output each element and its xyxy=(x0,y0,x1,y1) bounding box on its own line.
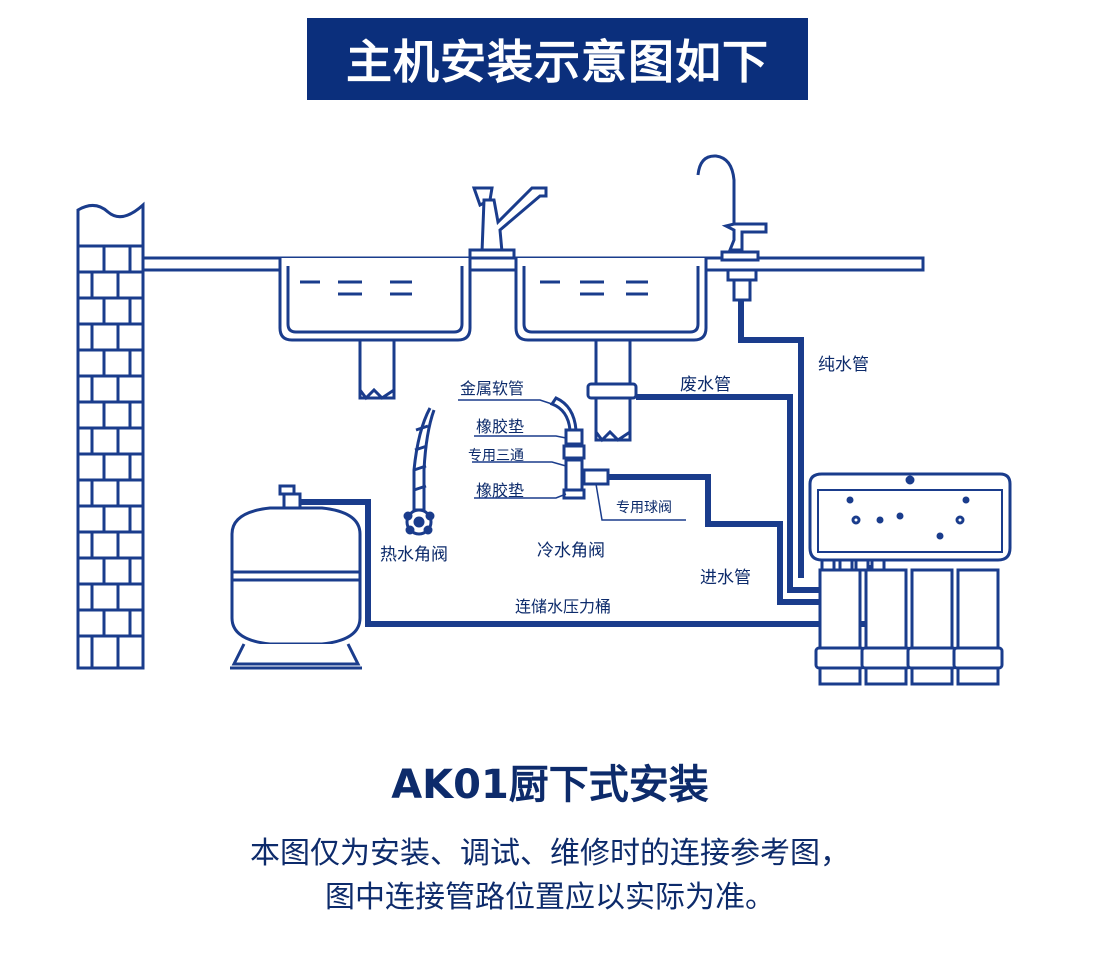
note-line-2: 图中连接管路位置应以实际为准。 xyxy=(325,880,775,915)
leader-lines xyxy=(458,399,686,521)
label-tank-pipe: 连储水压力桶 xyxy=(515,597,611,616)
pure-water-pipe xyxy=(738,300,804,578)
cold-water-assembly xyxy=(549,396,610,500)
label-tee: 专用三通 xyxy=(468,448,524,464)
label-rubber-gasket-2: 橡胶垫 xyxy=(476,481,524,500)
subtitle: AK01厨下式安装 xyxy=(391,762,709,808)
sink-right xyxy=(514,258,708,443)
page-title: 主机安装示意图如下 xyxy=(346,35,769,89)
pure-water-faucet xyxy=(696,154,768,302)
label-rubber-gasket-1: 橡胶垫 xyxy=(476,417,524,436)
label-inlet-pipe: 进水管 xyxy=(700,568,751,588)
brick-wall xyxy=(76,201,145,670)
label-cold-water-valve: 冷水角阀 xyxy=(537,541,605,561)
label-waste-water-pipe: 废水管 xyxy=(680,375,731,395)
label-ball-valve: 专用球阀 xyxy=(616,500,672,516)
note-line-1: 本图仅为安装、调试、维修时的连接参考图， xyxy=(250,836,850,871)
label-hot-water-valve: 热水角阀 xyxy=(380,545,448,565)
kitchen-faucet xyxy=(468,186,548,260)
sink-left xyxy=(278,258,472,401)
hot-water-valve xyxy=(403,407,436,536)
title-banner: 主机安装示意图如下 xyxy=(307,18,808,100)
pressure-tank xyxy=(230,484,362,670)
label-pure-water-pipe: 纯水管 xyxy=(818,355,869,375)
label-metal-hose: 金属软管 xyxy=(460,379,524,398)
filter-unit xyxy=(808,472,1012,686)
installation-diagram: 纯水管 废水管 进水管 连储水压力桶 热水角阀 金属软管 橡胶 xyxy=(76,154,1012,686)
